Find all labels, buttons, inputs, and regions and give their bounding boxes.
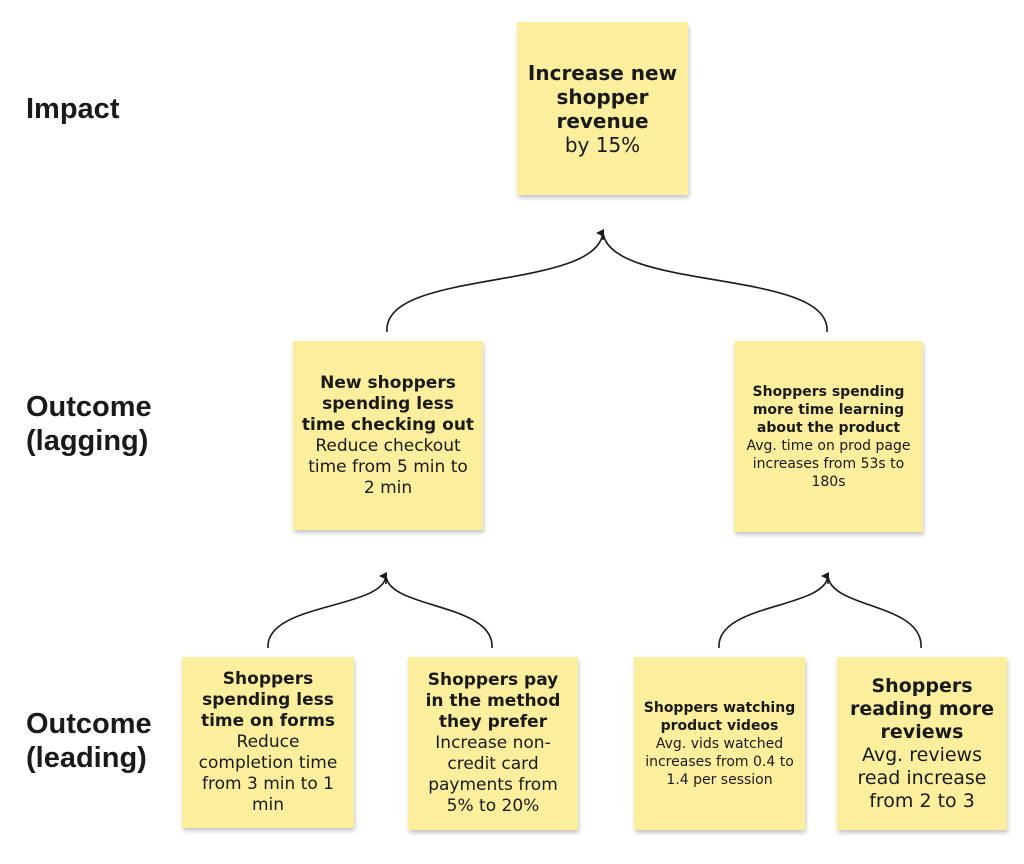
connector-checkout-to-impact — [386, 231, 604, 333]
row-label-impact-text: Impact — [26, 93, 120, 125]
connector-payment-to-checkout — [385, 575, 493, 649]
note-checkout-body: Reduce checkout time from 5 min to 2 min — [308, 435, 468, 498]
note-payment-body: Increase non-credit card payments from 5… — [428, 733, 558, 816]
row-label-lagging-line1: Outcome — [26, 391, 152, 423]
note-forms-title: Shoppers spending less time on forms — [200, 669, 336, 731]
sticky-note-learning: Shoppers spending more time learning abo… — [734, 341, 923, 532]
row-label-leading-line2: (leading) — [26, 742, 147, 774]
sticky-note-impact: Increase new shopper revenue by 15% — [517, 22, 688, 195]
row-label-lagging-line2: (lagging) — [26, 425, 149, 457]
row-label-impact: Impact — [26, 92, 119, 126]
note-videos-title: Shoppers watching product videos — [643, 699, 796, 734]
connector-forms-to-checkout — [267, 575, 387, 649]
note-reviews-title: Shoppers reading more reviews — [849, 674, 995, 743]
note-learning-body: Avg. time on prod page increases from 53… — [746, 437, 911, 490]
note-forms-body: Reduce completion time from 3 min to 1 m… — [198, 732, 338, 815]
note-impact-title: Increase new shopper revenue — [527, 60, 678, 133]
note-impact-body: by 15% — [564, 132, 641, 157]
sticky-note-forms: Shoppers spending less time on forms Red… — [182, 657, 354, 828]
connector-learning-to-impact — [602, 231, 828, 333]
row-label-outcome-lagging: Outcome (lagging) — [26, 390, 152, 458]
row-label-outcome-leading: Outcome (leading) — [26, 707, 152, 775]
note-checkout-title: New shoppers spending less time checking… — [301, 372, 475, 435]
connector-reviews-to-learning — [827, 575, 922, 649]
sticky-note-checkout: New shoppers spending less time checking… — [293, 341, 483, 530]
note-videos-body: Avg. vids watched increases from 0.4 to … — [645, 735, 794, 788]
note-learning-title: Shoppers spending more time learning abo… — [752, 383, 905, 436]
note-reviews-body: Avg. reviews read increase from 2 to 3 — [857, 743, 987, 812]
note-payment-title: Shoppers pay in the method they prefer — [425, 670, 561, 732]
sticky-note-reviews: Shoppers reading more reviews Avg. revie… — [837, 657, 1007, 830]
sticky-note-payment: Shoppers pay in the method they prefer I… — [408, 657, 578, 830]
row-label-leading-line1: Outcome — [26, 708, 152, 740]
sticky-note-videos: Shoppers watching product videos Avg. vi… — [634, 657, 805, 830]
connector-videos-to-learning — [718, 575, 829, 649]
